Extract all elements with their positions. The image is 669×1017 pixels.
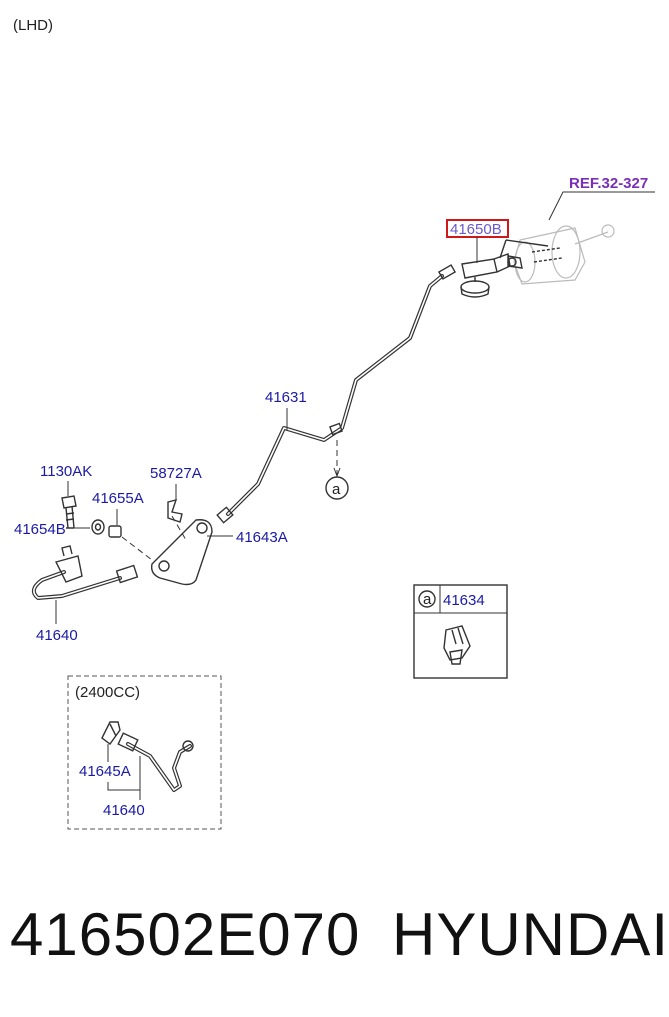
svg-text:41650B: 41650B — [450, 221, 502, 238]
pipe-clip-a: a — [325, 422, 349, 500]
brand-name: HYUNDAI — [392, 901, 669, 968]
label-58727A[interactable]: 58727A — [150, 465, 202, 482]
highlighted-part-label[interactable]: 41650B — [446, 219, 509, 238]
assembly-line-1 — [121, 536, 153, 561]
label-41654B[interactable]: 41654B — [14, 521, 66, 538]
master-cylinder-drawing — [499, 224, 615, 285]
washer-41654B[interactable] — [91, 519, 105, 535]
callout-a[interactable]: a — [332, 481, 341, 498]
label-41640[interactable]: 41640 — [36, 627, 78, 644]
option-box-title: (2400CC) — [75, 684, 140, 701]
assembly-line-2 — [171, 515, 187, 541]
bracket-41643A[interactable] — [150, 519, 213, 586]
option-hose-drawing[interactable] — [101, 721, 194, 792]
clip-41634-drawing — [443, 625, 471, 665]
footer-caption: 416502E070 HYUNDAI — [0, 895, 669, 995]
variant-label: (LHD) — [13, 17, 53, 34]
option-box-2400cc: (2400CC) 41645A 41640 — [67, 675, 222, 830]
hose-41640[interactable] — [31, 545, 139, 600]
bushing-41655A[interactable] — [108, 525, 122, 538]
label-41631[interactable]: 41631 — [265, 389, 307, 406]
part-number: 416502E070 — [10, 901, 361, 968]
label-41655A[interactable]: 41655A — [92, 490, 144, 507]
ref-label[interactable]: REF.32-327 — [569, 175, 648, 192]
clip-58727A[interactable] — [167, 499, 183, 523]
option-label-41645A[interactable]: 41645A — [79, 763, 131, 780]
label-1130AK[interactable]: 1130AK — [40, 463, 92, 480]
label-41643A[interactable]: 41643A — [236, 529, 288, 546]
option-label-41640[interactable]: 41640 — [103, 802, 145, 819]
leader-ref — [548, 191, 655, 221]
callout-box-part: 41634 — [443, 592, 485, 609]
callout-box-letter: a — [423, 591, 432, 608]
clutch-pipe-41631[interactable] — [216, 264, 457, 524]
callout-box-41634[interactable]: a 41634 — [413, 584, 508, 679]
leader-41640-option — [107, 782, 141, 800]
reservoir-hose-part[interactable] — [460, 253, 511, 298]
